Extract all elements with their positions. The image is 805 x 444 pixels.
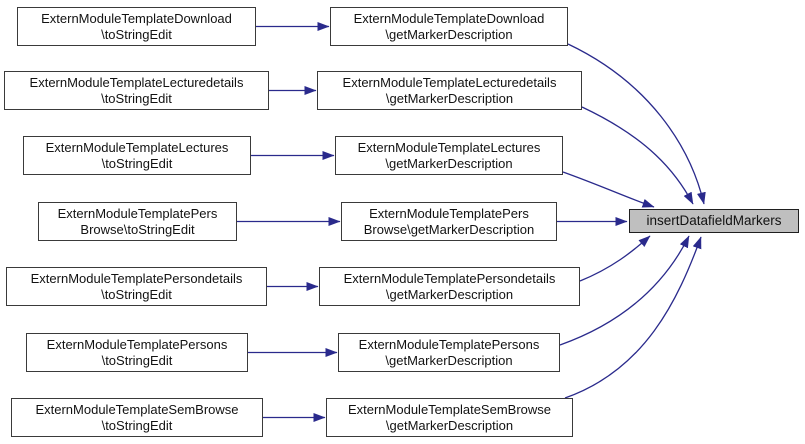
node-persons-tostringedit[interactable]: ExternModuleTemplatePersons \toStringEdi… — [26, 333, 248, 372]
node-label-line2: \getMarkerDescription — [385, 155, 513, 171]
node-download-getmarkerdescription[interactable]: ExternModuleTemplateDownload \getMarkerD… — [330, 7, 568, 46]
node-label-line2: \toStringEdit — [101, 90, 172, 106]
node-label-line1: ExternModuleTemplatePers — [369, 205, 529, 221]
node-label-line1: ExternModuleTemplateDownload — [353, 10, 545, 26]
node-insertdatafieldmarkers: insertDatafieldMarkers — [629, 209, 799, 233]
edge-callee-download-to-target — [567, 43, 706, 205]
node-label-line2: \getMarkerDescription — [385, 417, 514, 433]
node-label-line2: \getMarkerDescription — [385, 286, 514, 302]
node-label-line2: \getMarkerDescription — [385, 352, 513, 368]
node-lecturedetails-getmarkerdescription[interactable]: ExternModuleTemplateLecturedetails \getM… — [317, 71, 582, 110]
edge-callee-sembrowse-to-target — [564, 236, 702, 399]
node-label-line2: \toStringEdit — [101, 155, 173, 171]
node-label-line2: Browse\getMarkerDescription — [363, 221, 535, 237]
node-label-line2: \toStringEdit — [101, 26, 172, 42]
node-label-line1: ExternModuleTemplatePersons — [46, 336, 228, 352]
node-download-tostringedit[interactable]: ExternModuleTemplateDownload \toStringEd… — [17, 7, 256, 46]
node-sembrowse-getmarkerdescription[interactable]: ExternModuleTemplateSemBrowse \getMarker… — [326, 398, 573, 437]
node-label-line1: ExternModuleTemplatePersondetails — [343, 270, 556, 286]
node-lectures-getmarkerdescription[interactable]: ExternModuleTemplateLectures \getMarkerD… — [335, 136, 563, 175]
node-label-line1: insertDatafieldMarkers — [646, 213, 782, 228]
node-label-line2: \toStringEdit — [101, 352, 173, 368]
node-persondetails-getmarkerdescription[interactable]: ExternModuleTemplatePersondetails \getMa… — [319, 267, 580, 306]
node-label-line1: ExternModuleTemplateDownload — [41, 10, 232, 26]
node-label-line1: ExternModuleTemplateLecturedetails — [29, 74, 244, 90]
node-label-line2: Browse\toStringEdit — [80, 221, 195, 237]
node-label-line1: ExternModuleTemplatePersons — [358, 336, 540, 352]
node-label-line1: ExternModuleTemplateLecturedetails — [342, 74, 557, 90]
node-persbrowse-tostringedit[interactable]: ExternModuleTemplatePers Browse\toString… — [38, 202, 237, 241]
node-label-line2: \getMarkerDescription — [385, 26, 513, 42]
node-label-line1: ExternModuleTemplatePersondetails — [30, 270, 243, 286]
node-label-line2: \toStringEdit — [101, 286, 172, 302]
edge-callee-persondetails-to-target — [579, 235, 651, 282]
node-sembrowse-tostringedit[interactable]: ExternModuleTemplateSemBrowse \toStringE… — [11, 398, 263, 437]
node-label-line1: ExternModuleTemplateSemBrowse — [347, 401, 552, 417]
node-persondetails-tostringedit[interactable]: ExternModuleTemplatePersondetails \toStr… — [6, 267, 267, 306]
node-lectures-tostringedit[interactable]: ExternModuleTemplateLectures \toStringEd… — [23, 136, 251, 175]
node-label-line1: ExternModuleTemplateLectures — [45, 139, 229, 155]
node-label-line2: \toStringEdit — [101, 417, 173, 433]
edge-callee-lectures-to-target — [562, 171, 655, 208]
node-label-line2: \getMarkerDescription — [385, 90, 514, 106]
node-label-line1: ExternModuleTemplatePers — [57, 205, 218, 221]
edge-callee-persons-to-target — [559, 235, 690, 346]
node-lecturedetails-tostringedit[interactable]: ExternModuleTemplateLecturedetails \toSt… — [4, 71, 269, 110]
node-persons-getmarkerdescription[interactable]: ExternModuleTemplatePersons \getMarkerDe… — [338, 333, 560, 372]
node-label-line1: ExternModuleTemplateLectures — [357, 139, 541, 155]
node-label-line1: ExternModuleTemplateSemBrowse — [35, 401, 239, 417]
node-persbrowse-getmarkerdescription[interactable]: ExternModuleTemplatePers Browse\getMarke… — [341, 202, 557, 241]
edge-callee-lecturedetails-to-target — [581, 106, 694, 205]
